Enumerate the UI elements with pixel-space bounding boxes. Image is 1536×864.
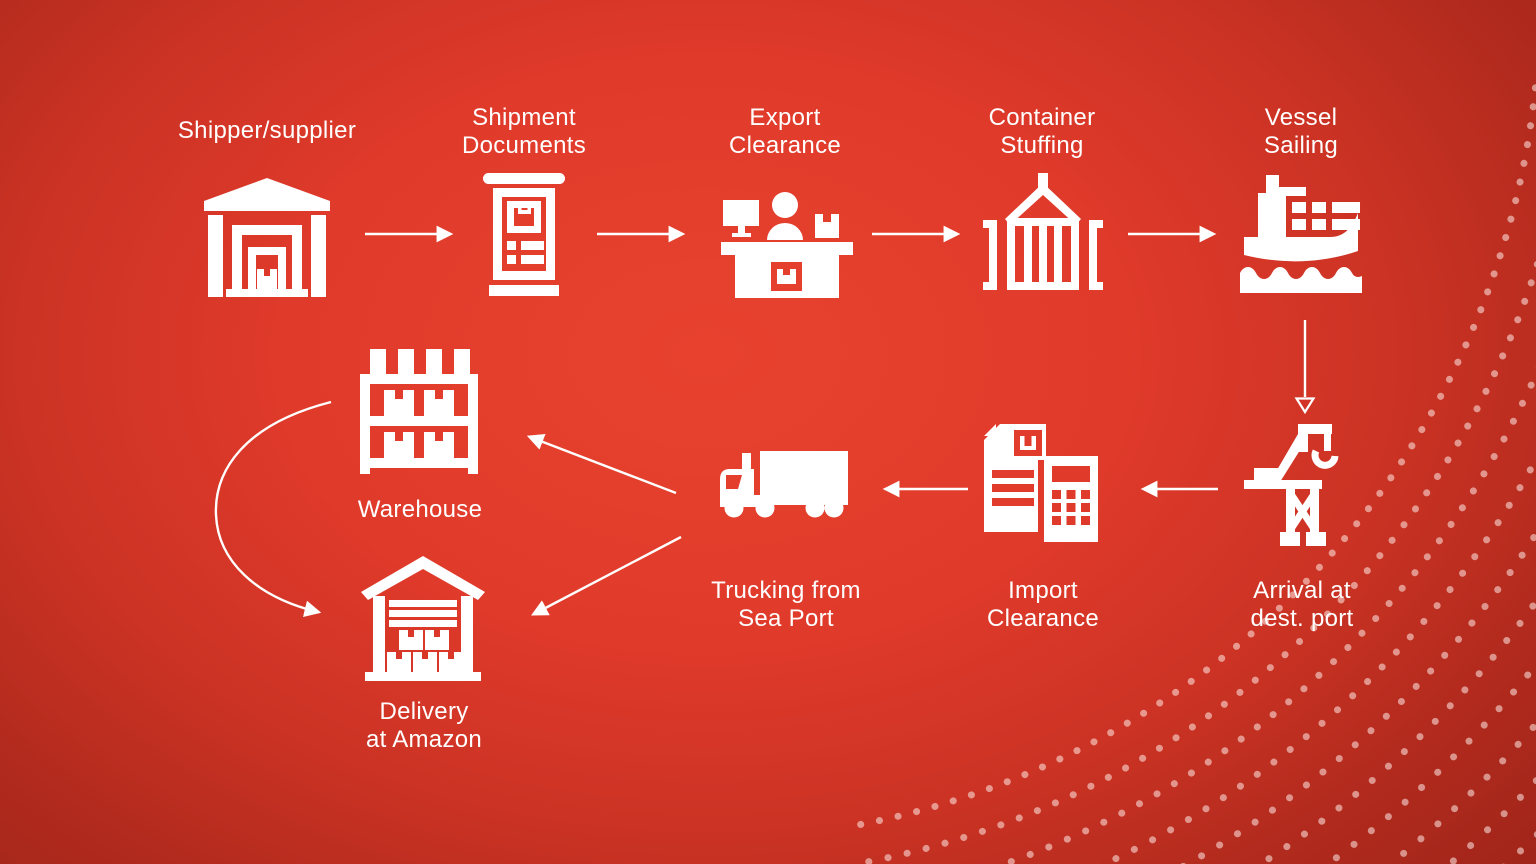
customs-desk-icon [721, 192, 853, 298]
label-import-clearance: Import Clearance [986, 577, 1100, 633]
cargo-ship-icon [1240, 175, 1362, 293]
storage-rack-icon [360, 349, 478, 474]
documents-calculator-icon [984, 424, 1098, 542]
label-shipment-documents: Shipment Documents [461, 104, 587, 160]
delivery-garage-icon [361, 556, 485, 681]
port-crane-icon [1244, 424, 1339, 546]
truck-icon [720, 451, 848, 518]
label-container-stuffing: Container Stuffing [988, 104, 1096, 160]
shipment-documents-icon [483, 173, 565, 296]
arrow-vessel-to-arrival [1294, 320, 1316, 415]
label-warehouse: Warehouse [357, 496, 483, 523]
label-vessel-sailing: Vessel Sailing [1263, 104, 1339, 160]
label-delivery-amazon: Delivery at Amazon [365, 698, 483, 754]
warehouse-building-icon [204, 178, 330, 297]
label-export-clearance: Export Clearance [728, 104, 842, 160]
label-shipper-supplier: Shipper/supplier [177, 117, 357, 144]
label-trucking-sea-port: Trucking from Sea Port [711, 577, 861, 633]
container-spreader-icon [983, 173, 1103, 290]
label-arrival-dest-port: Arrival at dest. port [1250, 577, 1354, 633]
arrow-trucking-to-warehouse [526, 433, 677, 495]
